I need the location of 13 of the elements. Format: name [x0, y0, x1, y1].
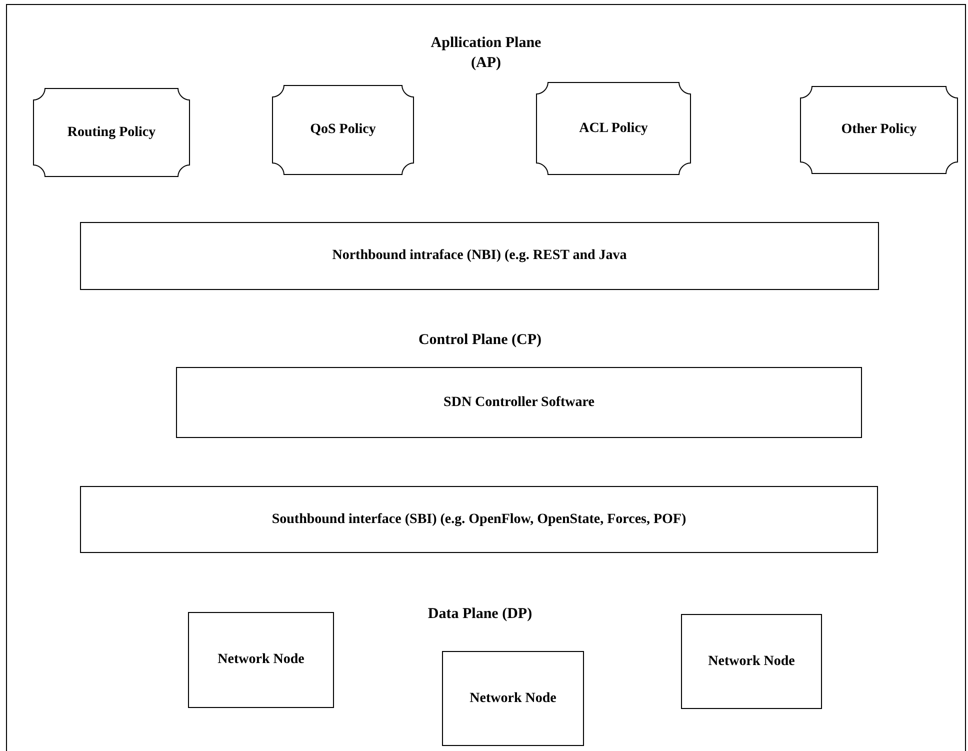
- node-label: ACL Policy: [579, 120, 648, 136]
- node-label: Network Node: [218, 652, 304, 668]
- node-label: Routing Policy: [67, 124, 156, 140]
- node-label: SDN Controller Software: [444, 394, 594, 410]
- node-label: Network Node: [470, 690, 556, 706]
- plane-title: Apllication Plane (AP): [430, 34, 542, 73]
- plane-title: Control Plane (CP): [418, 332, 542, 349]
- node-label: Southbound interface (SBI) (e.g. OpenFlow, OpenState, Forces, POF): [272, 512, 686, 528]
- node-label: QoS Policy: [310, 122, 376, 138]
- node-label: Northbound intraface (NBI) (e.g. REST and Java: [332, 248, 627, 264]
- node-label: Other Policy: [841, 122, 917, 138]
- plane-title: Data Plane (DP): [428, 606, 532, 623]
- node-label: Network Node: [708, 654, 795, 670]
